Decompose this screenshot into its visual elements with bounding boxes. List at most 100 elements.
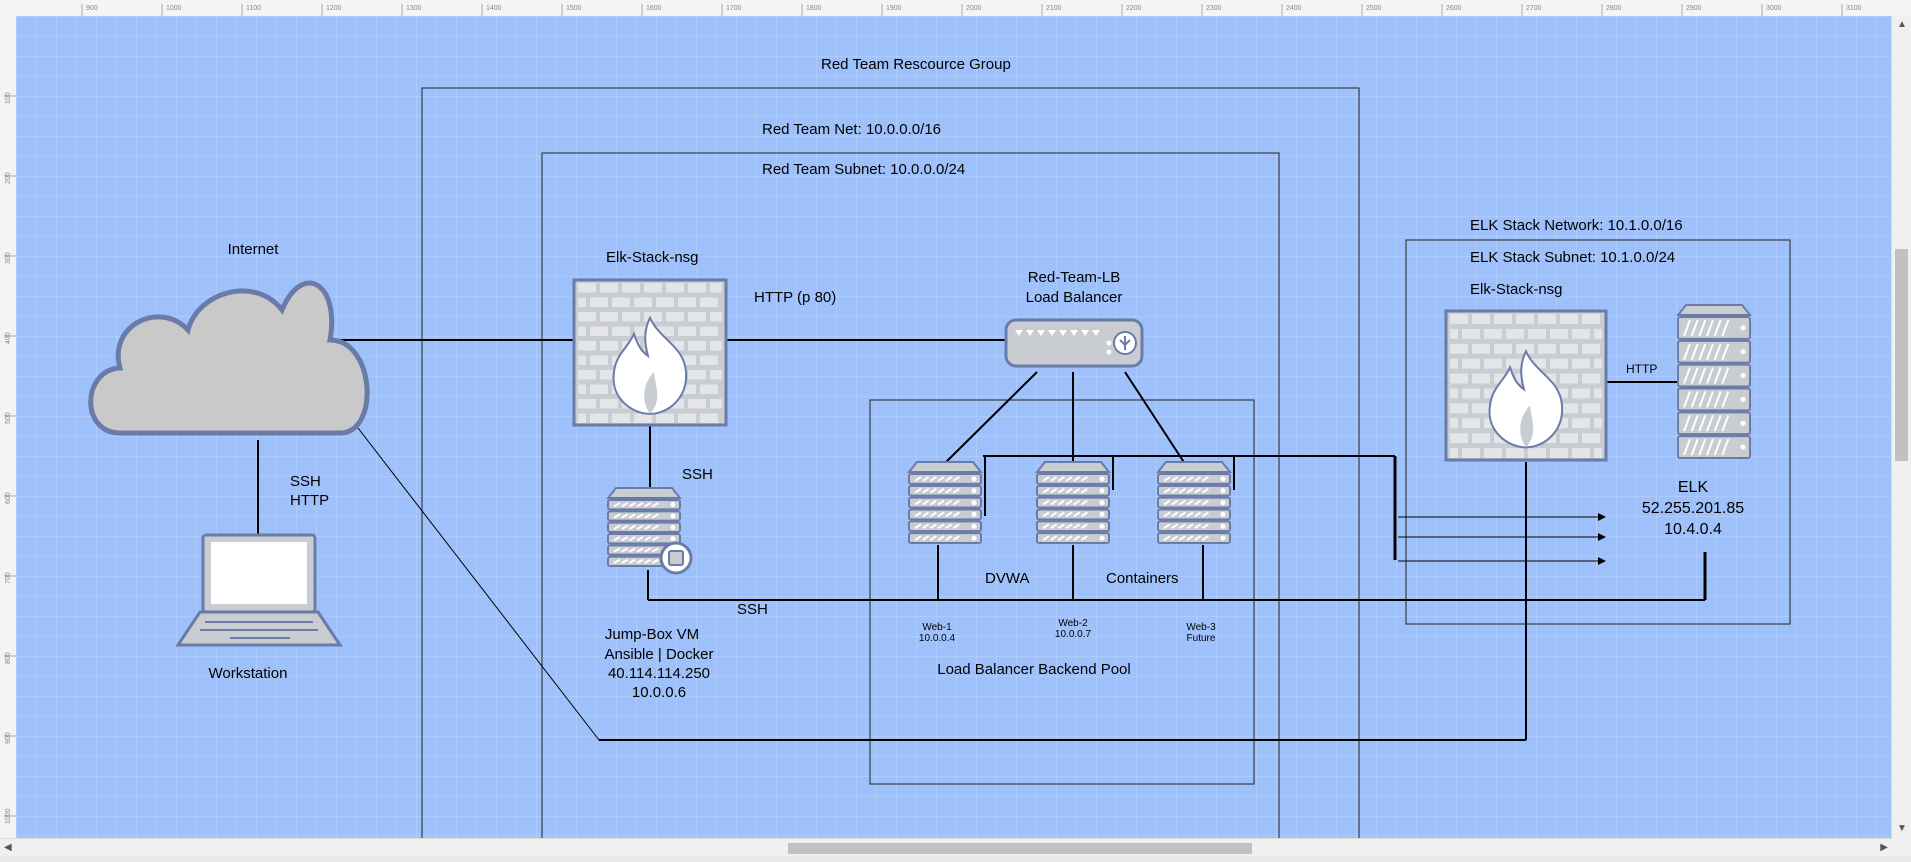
scroll-left-arrow-icon[interactable]: ◀ bbox=[4, 842, 12, 853]
ruler-top-label: 1900 bbox=[886, 5, 902, 12]
elk-label-1: ELK bbox=[1678, 479, 1709, 496]
resource-group-box[interactable] bbox=[421, 87, 1360, 838]
scroll-up-arrow-icon[interactable]: ▲ bbox=[1897, 19, 1907, 30]
web1-server-icon[interactable] bbox=[906, 461, 984, 545]
jumpbox-label-1: Jump-Box VM bbox=[605, 626, 699, 643]
ssh-http-label-2: HTTP bbox=[290, 492, 329, 509]
ruler-top-label: 3100 bbox=[1846, 5, 1862, 12]
diagram-canvas[interactable]: Red Team Rescource Group Red Team Net: 1… bbox=[16, 16, 1892, 838]
ruler-top-label: 1500 bbox=[566, 5, 582, 12]
ruler-top-ticks: 900 1000 1100 1200 1300 1400 1500 1600 1700 1800 1… bbox=[81, 4, 1862, 16]
ruler-left-label: 400 bbox=[5, 332, 12, 344]
ruler-top-label: 2700 bbox=[1526, 5, 1542, 12]
elk-label-3: 10.4.0.4 bbox=[1664, 521, 1722, 538]
ruler-top-label: 1100 bbox=[246, 5, 261, 12]
ruler-top-label: 2300 bbox=[1206, 5, 1222, 12]
jumpbox-label-3: 40.114.114.250 bbox=[608, 665, 710, 682]
internet-label: Internet bbox=[228, 241, 280, 258]
ruler-top-label: 1000 bbox=[166, 5, 182, 12]
scroll-corner bbox=[1892, 838, 1911, 856]
ruler-top-label: 2500 bbox=[1366, 5, 1382, 12]
workstation-label: Workstation bbox=[209, 665, 288, 682]
elk-nsg-firewall-icon[interactable] bbox=[1444, 309, 1608, 462]
red-subnet-label: Red Team Subnet: 10.0.0.0/24 bbox=[762, 161, 965, 178]
ruler-left: 100 200 300 400 500 600 700 800 900 1000 bbox=[0, 16, 17, 838]
ruler-left-label: 1000 bbox=[5, 808, 12, 824]
connectors bbox=[257, 339, 1718, 741]
web3-server-icon[interactable] bbox=[1155, 461, 1233, 545]
internet-cloud-icon[interactable] bbox=[88, 280, 370, 436]
dvwa-label: DVWA bbox=[985, 570, 1029, 587]
elk-server-icon[interactable] bbox=[1675, 304, 1753, 459]
internet-diagonal-line bbox=[357, 427, 600, 741]
ruler-top-label: 2100 bbox=[1046, 5, 1062, 12]
ruler-left-label: 700 bbox=[5, 572, 12, 584]
elk-network-box[interactable] bbox=[1405, 239, 1791, 625]
ruler-left-label: 100 bbox=[5, 92, 12, 104]
ruler-left-label: 200 bbox=[5, 172, 12, 184]
web3-status: Future bbox=[1187, 633, 1216, 644]
ruler-top-label: 3000 bbox=[1766, 5, 1782, 12]
ruler-left-label: 500 bbox=[5, 412, 12, 424]
ruler-top-label: 2600 bbox=[1446, 5, 1462, 12]
scroll-right-arrow-icon[interactable]: ▶ bbox=[1880, 842, 1888, 853]
jumpbox-label-4: 10.0.0.6 bbox=[632, 684, 686, 701]
ruler-top-label: 2400 bbox=[1286, 5, 1302, 12]
horizontal-scroll-thumb[interactable] bbox=[788, 843, 1252, 854]
ssh-bottom-label: SSH bbox=[737, 601, 768, 618]
red-subnet-box[interactable] bbox=[541, 152, 1280, 838]
elk-label-2: 52.255.201.85 bbox=[1642, 500, 1744, 517]
red-nsg-firewall-icon[interactable] bbox=[572, 278, 728, 427]
lb-label-2: Load Balancer bbox=[1026, 289, 1123, 306]
ruler-top-label: 1200 bbox=[326, 5, 342, 12]
load-balancer-icon[interactable] bbox=[1004, 318, 1144, 368]
http-p80-label: HTTP (p 80) bbox=[754, 289, 836, 306]
ruler-top-label: 2800 bbox=[1606, 5, 1622, 12]
ruler-left-label: 600 bbox=[5, 492, 12, 504]
ruler-left-ticks: 100 200 300 400 500 600 700 800 900 1000 bbox=[4, 92, 16, 824]
network-diagram: Red Team Rescource Group Red Team Net: 1… bbox=[88, 56, 1791, 838]
web1-ip: 10.0.0.4 bbox=[919, 633, 956, 644]
web2-server-icon[interactable] bbox=[1034, 461, 1112, 545]
elk-network-label: ELK Stack Network: 10.1.0.0/16 bbox=[1470, 217, 1683, 234]
ruler-top: 900 1000 1100 1200 1300 1400 1500 1600 1700 1800 1… bbox=[0, 0, 1911, 17]
web3-name: Web-3 bbox=[1186, 622, 1216, 633]
ruler-top-label: 2200 bbox=[1126, 5, 1142, 12]
ssh-http-label-1: SSH bbox=[290, 473, 321, 490]
ruler-left-label: 900 bbox=[5, 732, 12, 744]
web2-ip: 10.0.0.7 bbox=[1055, 629, 1092, 640]
lb-web1-line bbox=[940, 371, 1038, 468]
ruler-top-label: 1800 bbox=[806, 5, 822, 12]
ruler-left-label: 800 bbox=[5, 652, 12, 664]
elk-nsg-label: Elk-Stack-nsg bbox=[1470, 281, 1563, 298]
elk-subnet-label: ELK Stack Subnet: 10.1.0.0/24 bbox=[1470, 249, 1675, 266]
status-strip bbox=[0, 856, 1911, 862]
scroll-down-arrow-icon[interactable]: ▼ bbox=[1897, 823, 1907, 834]
workstation-laptop-icon[interactable] bbox=[175, 533, 343, 647]
horizontal-scrollbar[interactable]: ◀ ▶ bbox=[0, 838, 1892, 857]
backend-pool-label: Load Balancer Backend Pool bbox=[937, 661, 1130, 678]
ruler-top-label: 1300 bbox=[406, 5, 422, 12]
red-net-label: Red Team Net: 10.0.0.0/16 bbox=[762, 121, 941, 138]
elk-http-label: HTTP bbox=[1626, 362, 1657, 376]
ruler-top-label: 1600 bbox=[646, 5, 662, 12]
containers-label: Containers bbox=[1106, 570, 1179, 587]
jumpbox-label-2: Ansible | Docker bbox=[605, 646, 714, 663]
vertical-scrollbar[interactable]: ▲ ▼ bbox=[1891, 16, 1911, 838]
web2-name: Web-2 bbox=[1058, 618, 1088, 629]
ruler-top-label: 900 bbox=[86, 5, 98, 12]
jumpbox-ssh-label: SSH bbox=[682, 466, 713, 483]
web1-name: Web-1 bbox=[922, 622, 952, 633]
jumpbox-server-icon[interactable] bbox=[605, 487, 693, 575]
vertical-scroll-thumb[interactable] bbox=[1895, 249, 1908, 461]
resource-group-label: Red Team Rescource Group bbox=[821, 56, 1011, 73]
ruler-left-label: 300 bbox=[5, 252, 12, 264]
lb-web3-line bbox=[1124, 371, 1190, 471]
backend-pool-box[interactable] bbox=[869, 399, 1255, 785]
ruler-top-label: 2900 bbox=[1686, 5, 1702, 12]
ruler-top-label: 1400 bbox=[486, 5, 502, 12]
lb-label-1: Red-Team-LB bbox=[1028, 269, 1121, 286]
red-nsg-label: Elk-Stack-nsg bbox=[606, 249, 699, 266]
ruler-top-label: 1700 bbox=[726, 5, 742, 12]
ruler-top-label: 2000 bbox=[966, 5, 982, 12]
